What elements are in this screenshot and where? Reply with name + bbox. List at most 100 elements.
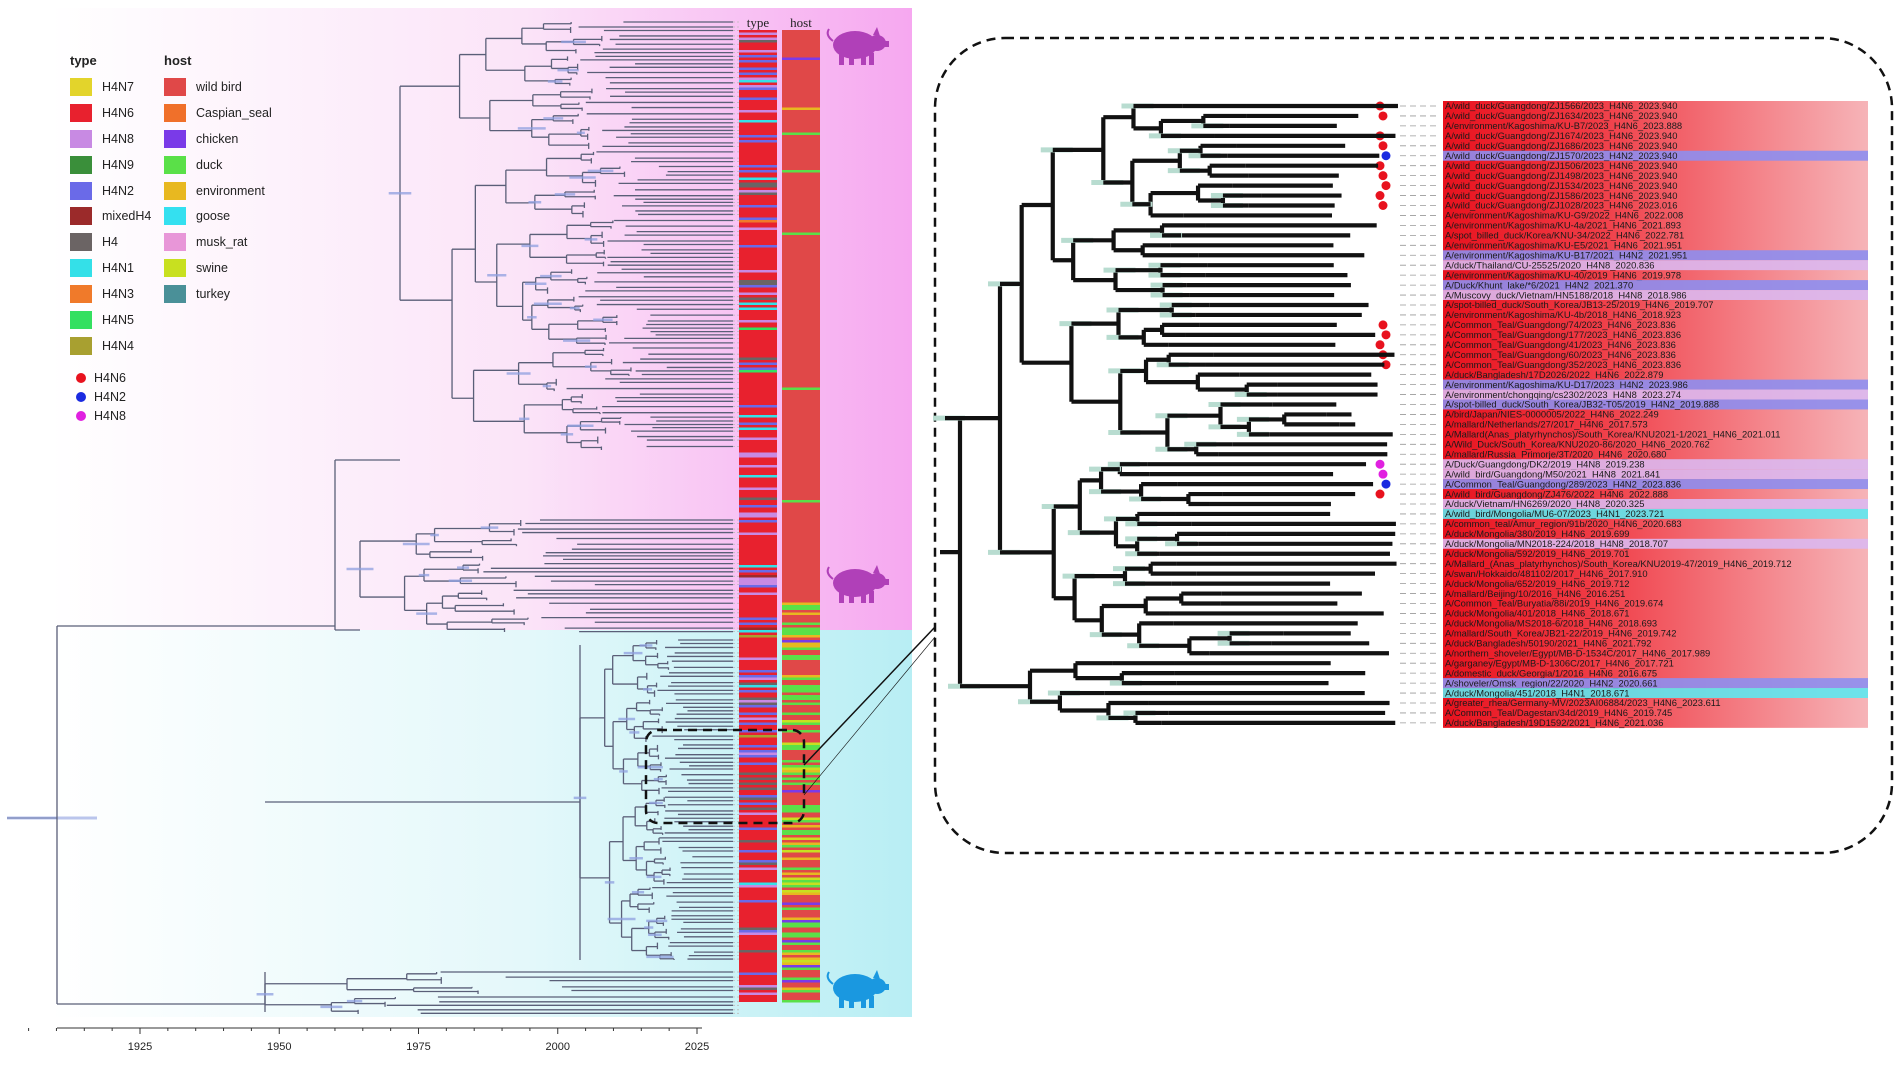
tip-label: A/Common_Teal/Guangdong/41/2023_H4N6_202… [1445, 339, 1676, 350]
pig-head [868, 573, 886, 589]
type-strip-cell [739, 357, 777, 360]
type-legend-label: H4N4 [102, 338, 134, 353]
host-legend-label: chicken [196, 131, 239, 146]
type-strip-cell [739, 505, 777, 508]
pig-head [868, 35, 886, 51]
host-strip-cell [782, 962, 820, 965]
type-strip-cell [739, 320, 777, 323]
type-legend-label: H4N9 [102, 157, 134, 172]
type-strip-cell [739, 690, 777, 693]
type-strip-cell [739, 730, 777, 733]
type-strip-cell [739, 930, 777, 933]
tip-label: A/Common_Teal/Guangdong/352/2023_H4N6_20… [1445, 359, 1681, 370]
pig-snout [884, 984, 889, 990]
tip-label: A/environment/Kagoshima/KU-E5/2021_H4N6_… [1445, 240, 1682, 251]
host-strip-cell [782, 867, 820, 870]
tip-marker-dot [1378, 141, 1388, 151]
host-strip-cell [782, 882, 820, 885]
pig-leg [849, 591, 854, 603]
tip-label: A/Duck/Khunt_lake/*6/2021_H4N2_2021.370 [1445, 279, 1633, 290]
pig-leg [861, 996, 866, 1008]
type-strip-cell [739, 487, 777, 490]
host-strip-cell [782, 977, 820, 980]
type-strip-cell [739, 217, 777, 220]
tip-label: A/duck/Bangladesh/50190/2021_H4N6_2021.7… [1445, 638, 1651, 649]
type-strip-cell [739, 60, 777, 63]
zoom-rectangle [644, 728, 806, 825]
tip-row-highlight [1443, 379, 1868, 390]
type-legend-label: H4N5 [102, 312, 134, 327]
host-strip-cell [782, 952, 820, 955]
host-strip-cell [782, 772, 820, 775]
pig-leg [849, 53, 854, 65]
host-strip-cell [782, 602, 820, 605]
dot-legend-marker [76, 392, 86, 403]
type-strip-cell [739, 950, 777, 953]
host-strip-base [782, 30, 820, 1002]
zoom-connector [803, 636, 936, 796]
host-strip-cell [782, 922, 820, 925]
pig-ear [873, 565, 880, 574]
tip-label: A/Common_Teal/Guangdong/74/2023_H4N6_202… [1445, 319, 1676, 330]
tip-label: A/duck/Bangladesh/17D2026/2022_H4N6_2022… [1445, 369, 1663, 380]
type-legend-item: H4N9 [70, 152, 151, 178]
pig-leg [839, 53, 844, 65]
host-legend-item: wild bird [164, 74, 272, 100]
type-strip-cell [739, 140, 777, 143]
type-legend-item: H4N3 [70, 281, 151, 307]
type-strip-cell [739, 120, 777, 123]
type-strip-cell [739, 627, 777, 630]
type-legend-swatch [70, 233, 92, 252]
type-strip-cell [739, 515, 777, 518]
tip-label: A/duck/Mongolia/MN2018-224/2018_H4N8_201… [1445, 538, 1668, 549]
type-strip-cell [739, 772, 777, 775]
type-strip-cell [739, 972, 777, 975]
type-legend-swatch [70, 336, 92, 355]
host-legend-item: goose [164, 203, 272, 229]
type-strip-cell [739, 795, 777, 798]
type-strip-cell [739, 455, 777, 458]
tip-label: A/wild_bird/Guangdong/ZJ476/2022_H4N6_20… [1445, 488, 1668, 499]
host-strip-cell [782, 1000, 820, 1003]
tip-row-highlight [1443, 508, 1868, 519]
type-strip-cell [739, 165, 777, 168]
type-legend-swatch [70, 103, 92, 122]
host-column-header: host [790, 15, 812, 30]
type-strip-cell [739, 77, 777, 80]
host-legend-label: turkey [196, 287, 231, 302]
type-legend-label: H4N2 [102, 183, 134, 198]
host-legend-swatch [164, 259, 186, 278]
type-strip-cell [739, 55, 777, 58]
tip-label: A/wild_duck/Guangdong/ZJ1586/2023_H4N6_2… [1445, 190, 1677, 201]
type-strip-cell [739, 72, 777, 75]
host-legend-label: musk_rat [196, 235, 248, 250]
axis-tick-label: 1975 [406, 1041, 430, 1053]
dot-legend-label: H4N6 [94, 371, 126, 386]
type-strip-cell [739, 67, 777, 70]
type-strip-cell [739, 670, 777, 673]
host-strip-cell [782, 807, 820, 810]
tip-label: A/wild_bird/Guangdong/M50/2021_H4N8_2021… [1445, 468, 1660, 479]
host-legend-label: swine [196, 261, 228, 276]
type-strip-cell [739, 635, 777, 638]
host-strip-cell [782, 932, 820, 935]
host-strip-cell [782, 830, 820, 833]
type-strip-cell [739, 900, 777, 903]
host-strip-cell [782, 747, 820, 750]
host-strip-cell [782, 645, 820, 648]
tip-label: A/wild_duck/Guangdong/ZJ1634/2023_H4N6_2… [1445, 110, 1677, 121]
pig-tail [826, 28, 834, 42]
type-strip-cell [739, 932, 777, 935]
type-strip-cell [739, 745, 777, 748]
pig-body [833, 569, 877, 597]
host-strip-cell [782, 935, 820, 938]
tip-label: A/environment/Kagoshima/KU-40/2019_H4N6_… [1445, 269, 1681, 280]
type-strip-cell [739, 750, 777, 753]
axis-tick-label: 2025 [685, 1041, 709, 1053]
type-strip-cell [739, 867, 777, 870]
type-strip-cell [739, 297, 777, 300]
dot-legend-marker [76, 411, 86, 422]
type-strip-cell [739, 170, 777, 173]
type-strip-cell [739, 192, 777, 195]
